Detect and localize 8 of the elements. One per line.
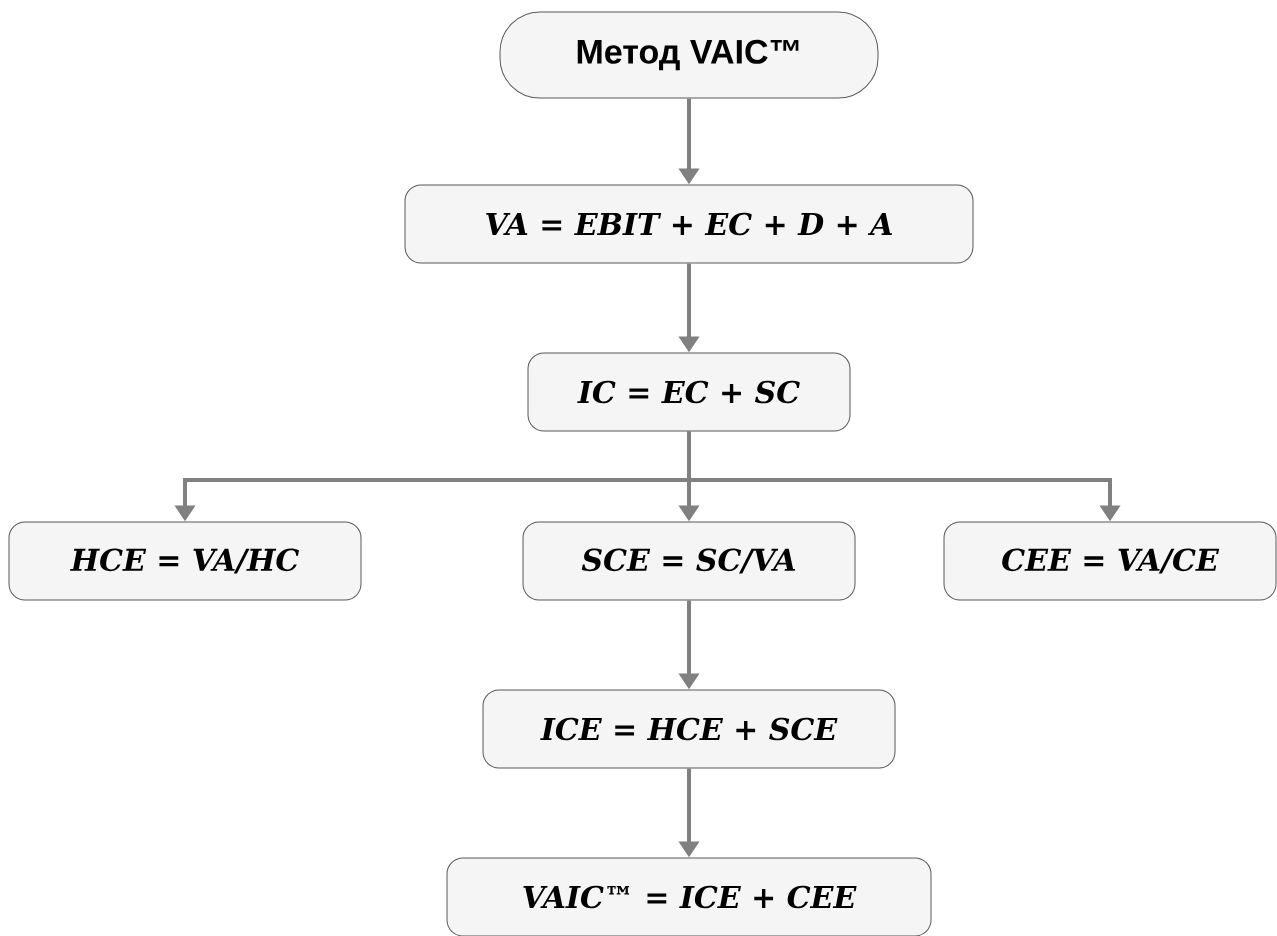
formula-box: VA = EBIT + EC + D + A <box>404 184 974 264</box>
formula-box: CEE = VA/CE <box>943 521 1277 601</box>
formula-box: VAIC™ = ICE + CEE <box>446 857 932 936</box>
formula-box: HCE = VA/HC <box>8 521 362 601</box>
formula-box: ICE = HCE + SCE <box>482 689 896 769</box>
formula-box: SCE = SC/VA <box>522 521 856 601</box>
title-box: Метод VAIC™ <box>499 11 879 99</box>
formula-box: IC = EC + SC <box>527 352 851 432</box>
